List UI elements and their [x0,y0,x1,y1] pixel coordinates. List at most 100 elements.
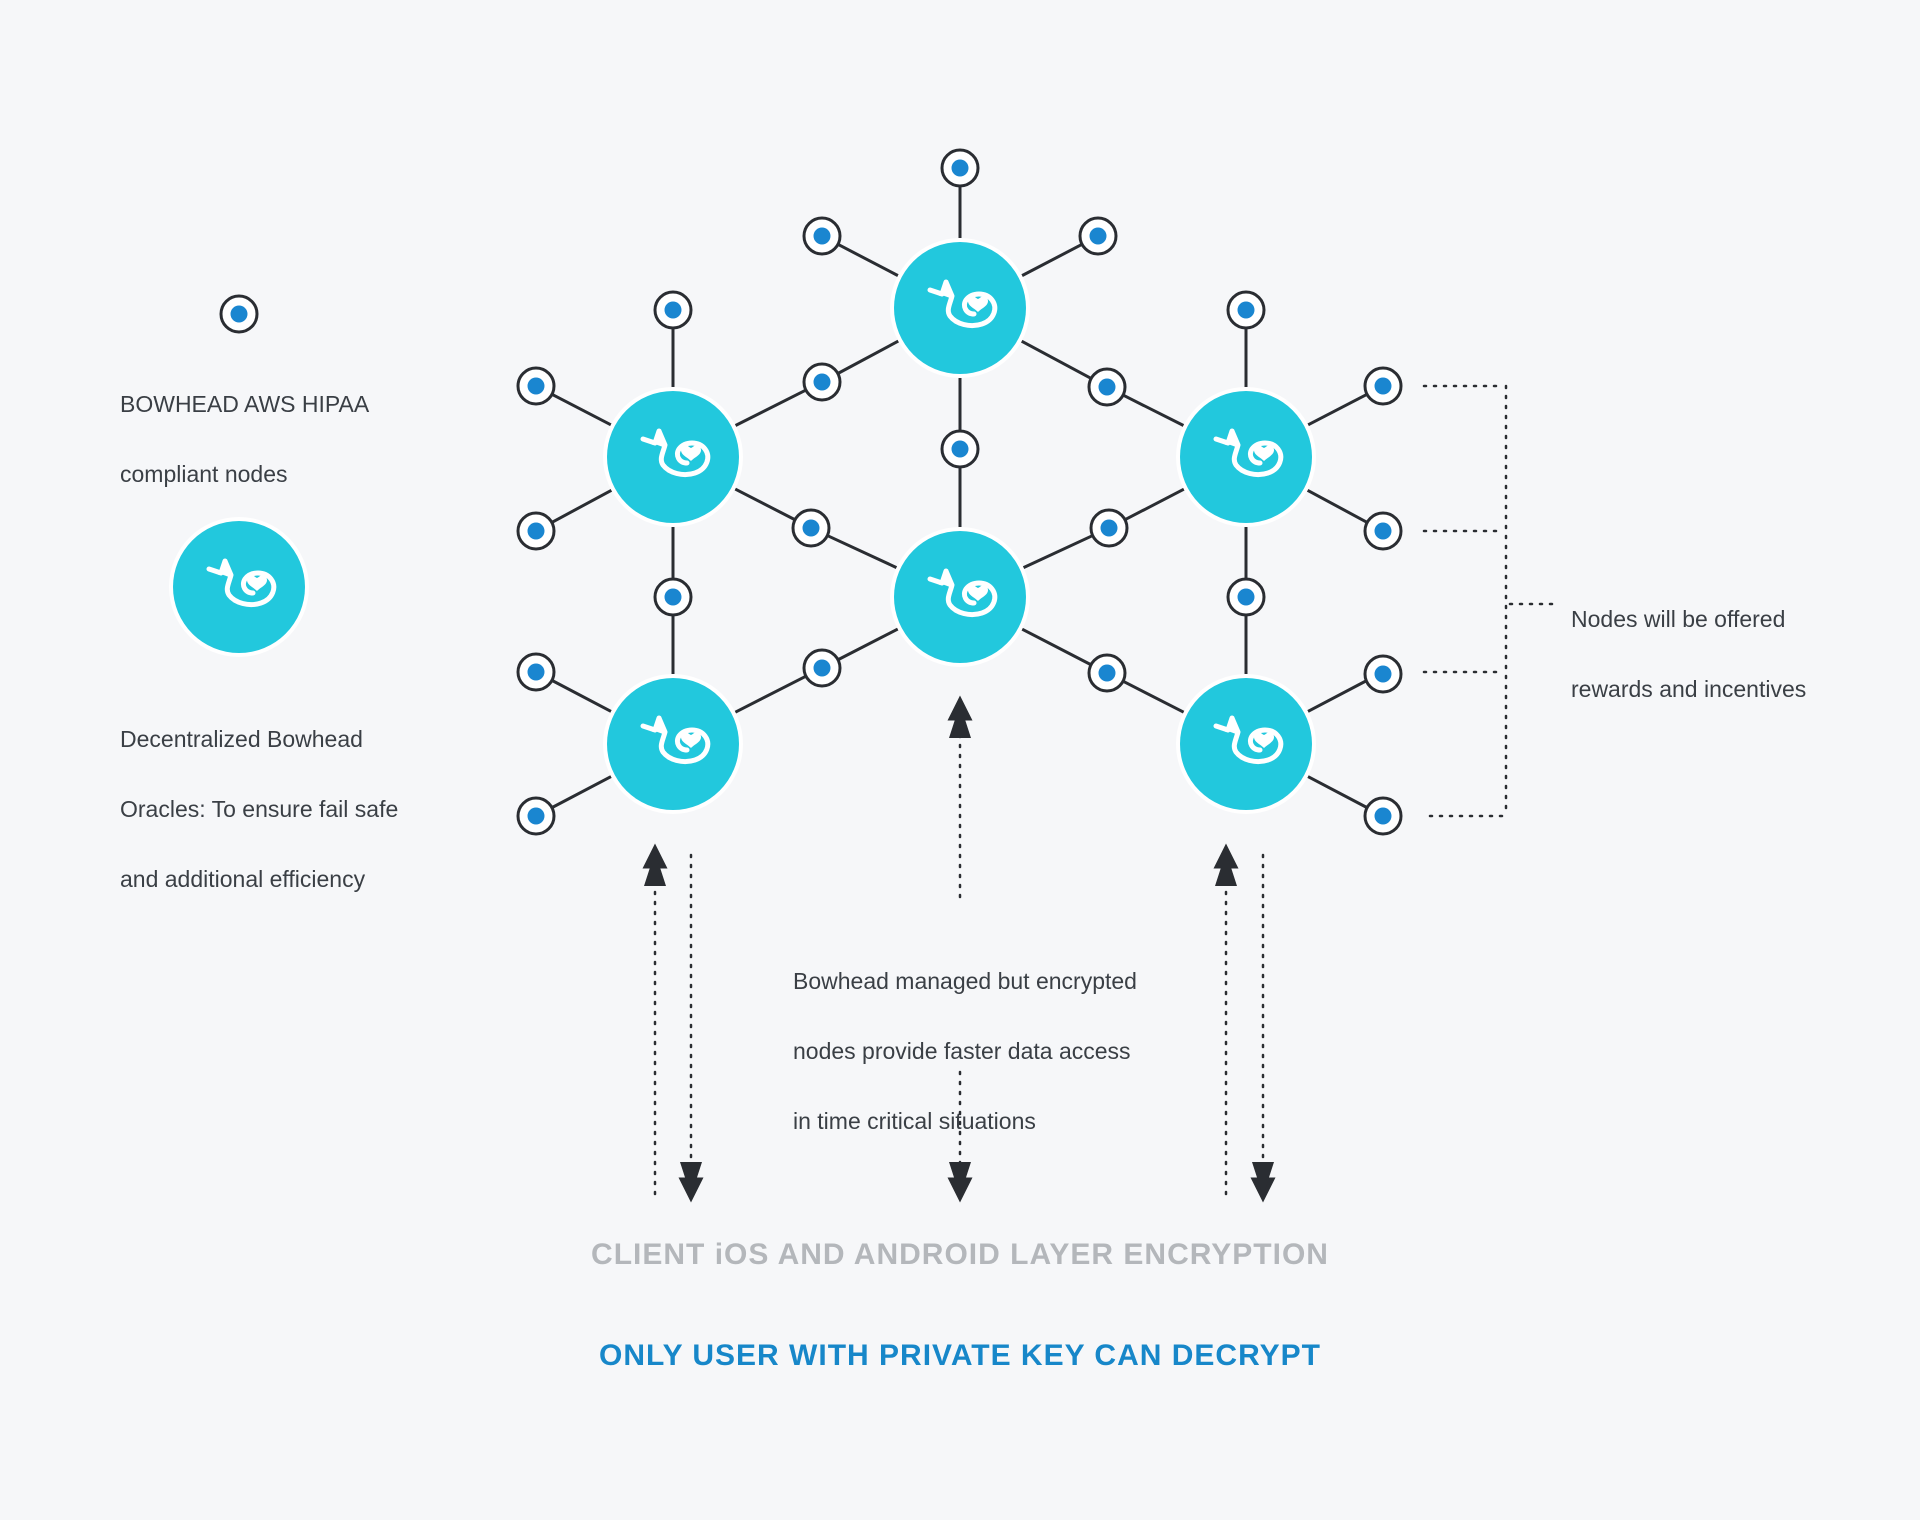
hipaa-nodes [219,148,1403,836]
node-dot-icon [527,663,545,681]
network-edge [837,627,899,662]
network-edge [837,339,900,375]
hipaa-node [802,216,842,256]
network-edge [551,775,612,809]
oracle-node [603,674,743,814]
arrowhead-icon [949,1162,971,1196]
arrowhead-icon [1252,1162,1274,1196]
hipaa-node [940,429,980,469]
rewards-note-line: rewards and incentives [1571,676,1807,702]
oracle-circle [607,391,739,523]
node-dot-icon [1374,665,1392,683]
node-dot-icon [1237,301,1255,319]
hipaa-node [516,366,556,406]
hipaa-node [1226,290,1266,330]
private-key-title: ONLY USER WITH PRIVATE KEY CAN DECRYPT [599,1339,1321,1372]
node-dot-icon [527,522,545,540]
hipaa-node [802,362,842,402]
network-edge [1021,627,1092,667]
network-edge [1307,679,1368,713]
managed-nodes-note-line: in time critical situations [793,1108,1036,1134]
network-edge [1124,487,1185,522]
network-edge [551,488,613,524]
legend-oracle-label-line: Decentralized Bowhead [120,726,363,752]
oracle-circle [894,242,1026,374]
rewards-note-line: Nodes will be offered [1571,606,1786,632]
network-edge [1307,392,1368,427]
network-edge [826,534,898,569]
node-dot-icon [527,377,545,395]
oracle-node [1176,387,1316,527]
legend-node-label-line: BOWHEAD AWS HIPAA [120,391,370,417]
arrowhead-icon [949,704,971,738]
oracle-circle [607,678,739,810]
node-dot-icon [813,373,831,391]
network-edge [1020,339,1092,380]
network-edge [1122,393,1185,427]
hipaa-node [802,648,842,688]
hipaa-node [940,148,980,188]
node-dot-icon [1374,377,1392,395]
node-dot-icon [1089,227,1107,245]
node-dot-icon [813,227,831,245]
hipaa-node [1087,367,1127,407]
node-dot-icon [1237,588,1255,606]
oracle-nodes [169,238,1316,814]
network-edge [734,487,796,522]
arrowhead-icon [680,1162,702,1196]
network-edge [734,674,807,714]
rewards-note: Nodes will be offered rewards and incent… [1571,567,1806,742]
hipaa-node [1363,796,1403,836]
hipaa-node [516,511,556,551]
network-edge [837,242,899,277]
network-edge [1021,242,1083,277]
oracle-node [890,238,1030,378]
node-dot-icon [1098,664,1116,682]
oracle-node [603,387,743,527]
managed-nodes-note-line: Bowhead managed but encrypted [793,968,1137,994]
dotted-connectors [642,384,1558,1203]
oracle-circle [173,521,305,653]
network-edge [551,392,612,427]
node-dot-icon [813,659,831,677]
hipaa-node [653,290,693,330]
oracle-node [1176,674,1316,814]
network-edge [551,679,612,713]
hipaa-node [653,577,693,617]
node-dot-icon [527,807,545,825]
oracle-circle [894,531,1026,663]
hipaa-node [1089,508,1129,548]
arrowhead-icon [644,852,666,886]
hipaa-node [1363,654,1403,694]
node-dot-icon [951,159,969,177]
node-dot-icon [802,519,820,537]
hipaa-node [1363,366,1403,406]
oracle-node [169,517,309,657]
network-edge [1022,534,1094,569]
hipaa-node [219,294,259,334]
hipaa-node [1078,216,1118,256]
node-dot-icon [1098,378,1116,396]
node-dot-icon [1374,522,1392,540]
legend-node-label: BOWHEAD AWS HIPAA compliant nodes [120,352,369,527]
node-dot-icon [230,305,248,323]
network-edges [551,186,1368,809]
legend-oracle-label-line: and additional efficiency [120,866,366,892]
managed-nodes-note-line: nodes provide faster data access [793,1038,1131,1064]
hipaa-node [516,796,556,836]
legend-oracle-label-line: Oracles: To ensure fail safe [120,796,399,822]
node-dot-icon [1100,519,1118,537]
arrowhead-icon [1215,852,1237,886]
managed-nodes-note: Bowhead managed but encrypted nodes prov… [793,929,1137,1174]
node-dot-icon [1374,807,1392,825]
oracle-circle [1180,678,1312,810]
hipaa-node [516,652,556,692]
oracle-node [890,527,1030,667]
node-dot-icon [664,588,682,606]
network-edge [1307,775,1368,809]
node-dot-icon [951,440,969,458]
network-edge [1122,679,1185,714]
network-edge [1306,488,1368,524]
node-dot-icon [664,301,682,319]
